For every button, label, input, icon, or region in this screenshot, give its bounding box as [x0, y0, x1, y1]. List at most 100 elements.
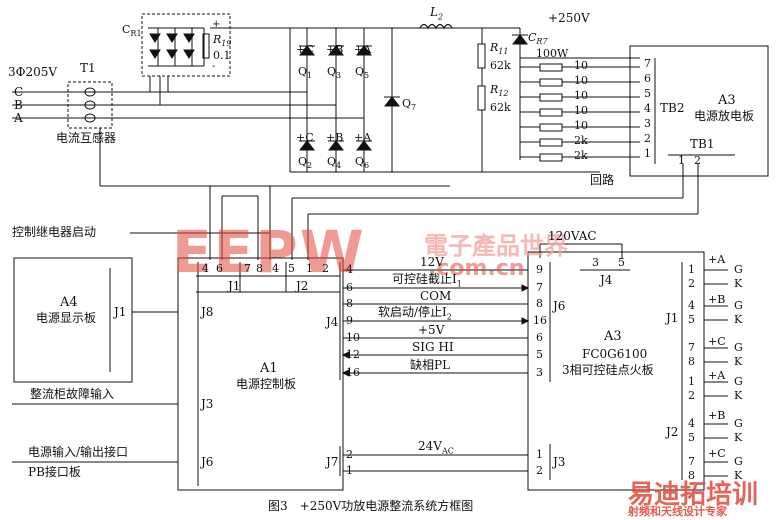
label-cr1-r_label: R	[213, 33, 222, 46]
a3-fire-box	[527, 251, 705, 491]
a1-j2-pin-4: 4	[272, 262, 279, 275]
r11-body	[477, 43, 486, 69]
scr-q3-icon	[327, 45, 345, 56]
signal-24vac: 24VAC	[418, 440, 454, 455]
bridge-top-a: +A	[354, 43, 372, 56]
scr-q6-icon	[355, 140, 373, 151]
a1-j4-pin-4: 4	[346, 263, 353, 276]
bridge-top-c: +C	[296, 43, 314, 56]
label-signals-1: 可控硅截止I	[392, 272, 457, 286]
label-a3_fire-outputs-3-pins-1: 2	[688, 389, 695, 402]
a3-j6-pin-3: 3	[536, 366, 543, 379]
cr1-minus: -	[212, 61, 216, 72]
label-a3_fire-outputs-0-tag: +A	[708, 253, 726, 266]
a3-j2-label: J2	[666, 425, 679, 439]
power-io-label: 电源输入/输出接口	[28, 445, 129, 459]
a1-j4-pin-10: 10	[346, 331, 360, 344]
label-bridge-bottom_q-2-0: Q	[355, 155, 365, 168]
figure-caption: 图3 +250V功放电源整流系统方框图	[268, 499, 474, 513]
label-signal_subs-0: 1	[456, 279, 462, 289]
a1-j7-pin-2: 2	[346, 448, 353, 461]
a3-j6-pin-7: 7	[536, 281, 543, 294]
label-a3_fire-outputs-3-gk-1: K	[734, 389, 743, 402]
label-a3_fire-outputs-5-pins-0: 7	[688, 455, 695, 468]
scr-q1-icon	[298, 45, 316, 56]
load-r5-value: 10	[574, 119, 588, 132]
ct-coil-c	[84, 87, 96, 97]
ct-coil-a	[84, 113, 96, 123]
a3-120vac: 120VAC	[548, 229, 597, 243]
label-a3_fire-outputs-4-tag: +B	[708, 409, 726, 422]
ct-box	[67, 81, 113, 129]
a3-j6-pin-16: 16	[533, 314, 547, 327]
load-resistor-6	[539, 138, 563, 147]
a1-j6: J6	[201, 455, 214, 469]
label-ac24-label: 24V	[418, 439, 442, 453]
pb-board-label: PB接口板	[28, 465, 81, 479]
a3-discharge-name: 电源放电板	[694, 109, 755, 123]
l2-label: L2	[430, 6, 443, 21]
label-bridge-bottom_q-0-0: Q	[298, 155, 308, 168]
label-bridge-bottom_q-2-1: 6	[364, 161, 370, 171]
a3-fire-name: 3相可控硅点火板	[562, 363, 654, 377]
watermark-logo2-sub: 射频和天线设计专家	[628, 505, 727, 518]
tb2-pin-7: 7	[644, 57, 651, 70]
tb2-pin-5: 5	[644, 87, 651, 100]
a1-j2-pin-8: 8	[256, 262, 263, 275]
load-resistor-1	[539, 63, 563, 72]
a1-j7-pin-1: 1	[346, 464, 353, 477]
signal-phase-loss: 缺相PL	[410, 358, 451, 372]
load-resistor-4	[539, 108, 563, 117]
label-bridge-top_q-1-1: 3	[336, 71, 342, 81]
label-a3_fire-outputs-2-pins-0: 7	[688, 341, 695, 354]
watermark-url: .com.cn	[428, 256, 525, 281]
a3-j4-pin-5: 5	[618, 256, 625, 269]
label-a3_fire-outputs-4-gk-0: G	[734, 417, 743, 430]
signal-scr-off: 可控硅截止I1	[392, 273, 462, 288]
tb2-pin-3: 3	[644, 117, 651, 130]
ct-label: T1	[80, 61, 96, 75]
label-output-r12-label: R	[490, 83, 499, 96]
q6-label: Q6	[355, 156, 369, 170]
label-a3_fire-outputs-0-pins-0: 1	[688, 263, 695, 276]
a3-j4-pin-3: 3	[592, 256, 599, 269]
load-r3-value: 10	[574, 89, 588, 102]
diode-cr7-icon	[511, 34, 529, 45]
label-bridge-q7-1: 7	[411, 103, 417, 113]
a4-conn: J1	[114, 305, 127, 319]
label-a3_fire-outputs-1-gk-1: K	[734, 313, 743, 326]
load-resistor-3	[539, 93, 563, 102]
signal-12v: 12V	[420, 255, 444, 269]
cr7-value: 100W	[536, 47, 569, 60]
label-bridge-top_q-0-0: Q	[298, 65, 308, 78]
label-a3_fire-outputs-5-gk-1: K	[734, 469, 743, 482]
q3-label: Q3	[327, 66, 341, 80]
label-bridge-top_q-0-1: 1	[307, 71, 313, 81]
label-a3_fire-outputs-3-pins-0: 1	[688, 375, 695, 388]
a1-j3: J3	[201, 397, 214, 411]
label-a3_fire-outputs-2-gk-0: G	[734, 341, 743, 354]
load-r6-value: 2k	[574, 134, 588, 147]
label-bridge-bottom_q-1-0: Q	[327, 155, 337, 168]
cr7-label: CR7	[528, 32, 548, 46]
a1-j1-pin-6: 6	[216, 262, 223, 275]
output-voltage: +250V	[548, 11, 590, 25]
bridge-top-b: +B	[326, 43, 344, 56]
tb1-pin-1: 1	[678, 154, 685, 167]
tb1-pin-2: 2	[694, 154, 701, 167]
a1-j4-pin-6: 6	[346, 281, 353, 294]
a3-j3-pin-2: 2	[536, 464, 543, 477]
load-r2-value: 10	[574, 74, 588, 87]
r19-body	[202, 33, 210, 59]
a1-j7: J7	[326, 455, 339, 469]
load-r4-value: 10	[574, 104, 588, 117]
scr-q7-icon	[383, 96, 401, 107]
label-a3_fire-outputs-1-tag: +B	[708, 293, 726, 306]
cr1-plus: +	[212, 19, 221, 30]
a1-j2-pin-5: 5	[288, 262, 295, 275]
bridge-bot-c: +C	[296, 131, 314, 144]
q5-label: Q5	[355, 66, 369, 80]
signal-com: COM	[420, 289, 452, 303]
